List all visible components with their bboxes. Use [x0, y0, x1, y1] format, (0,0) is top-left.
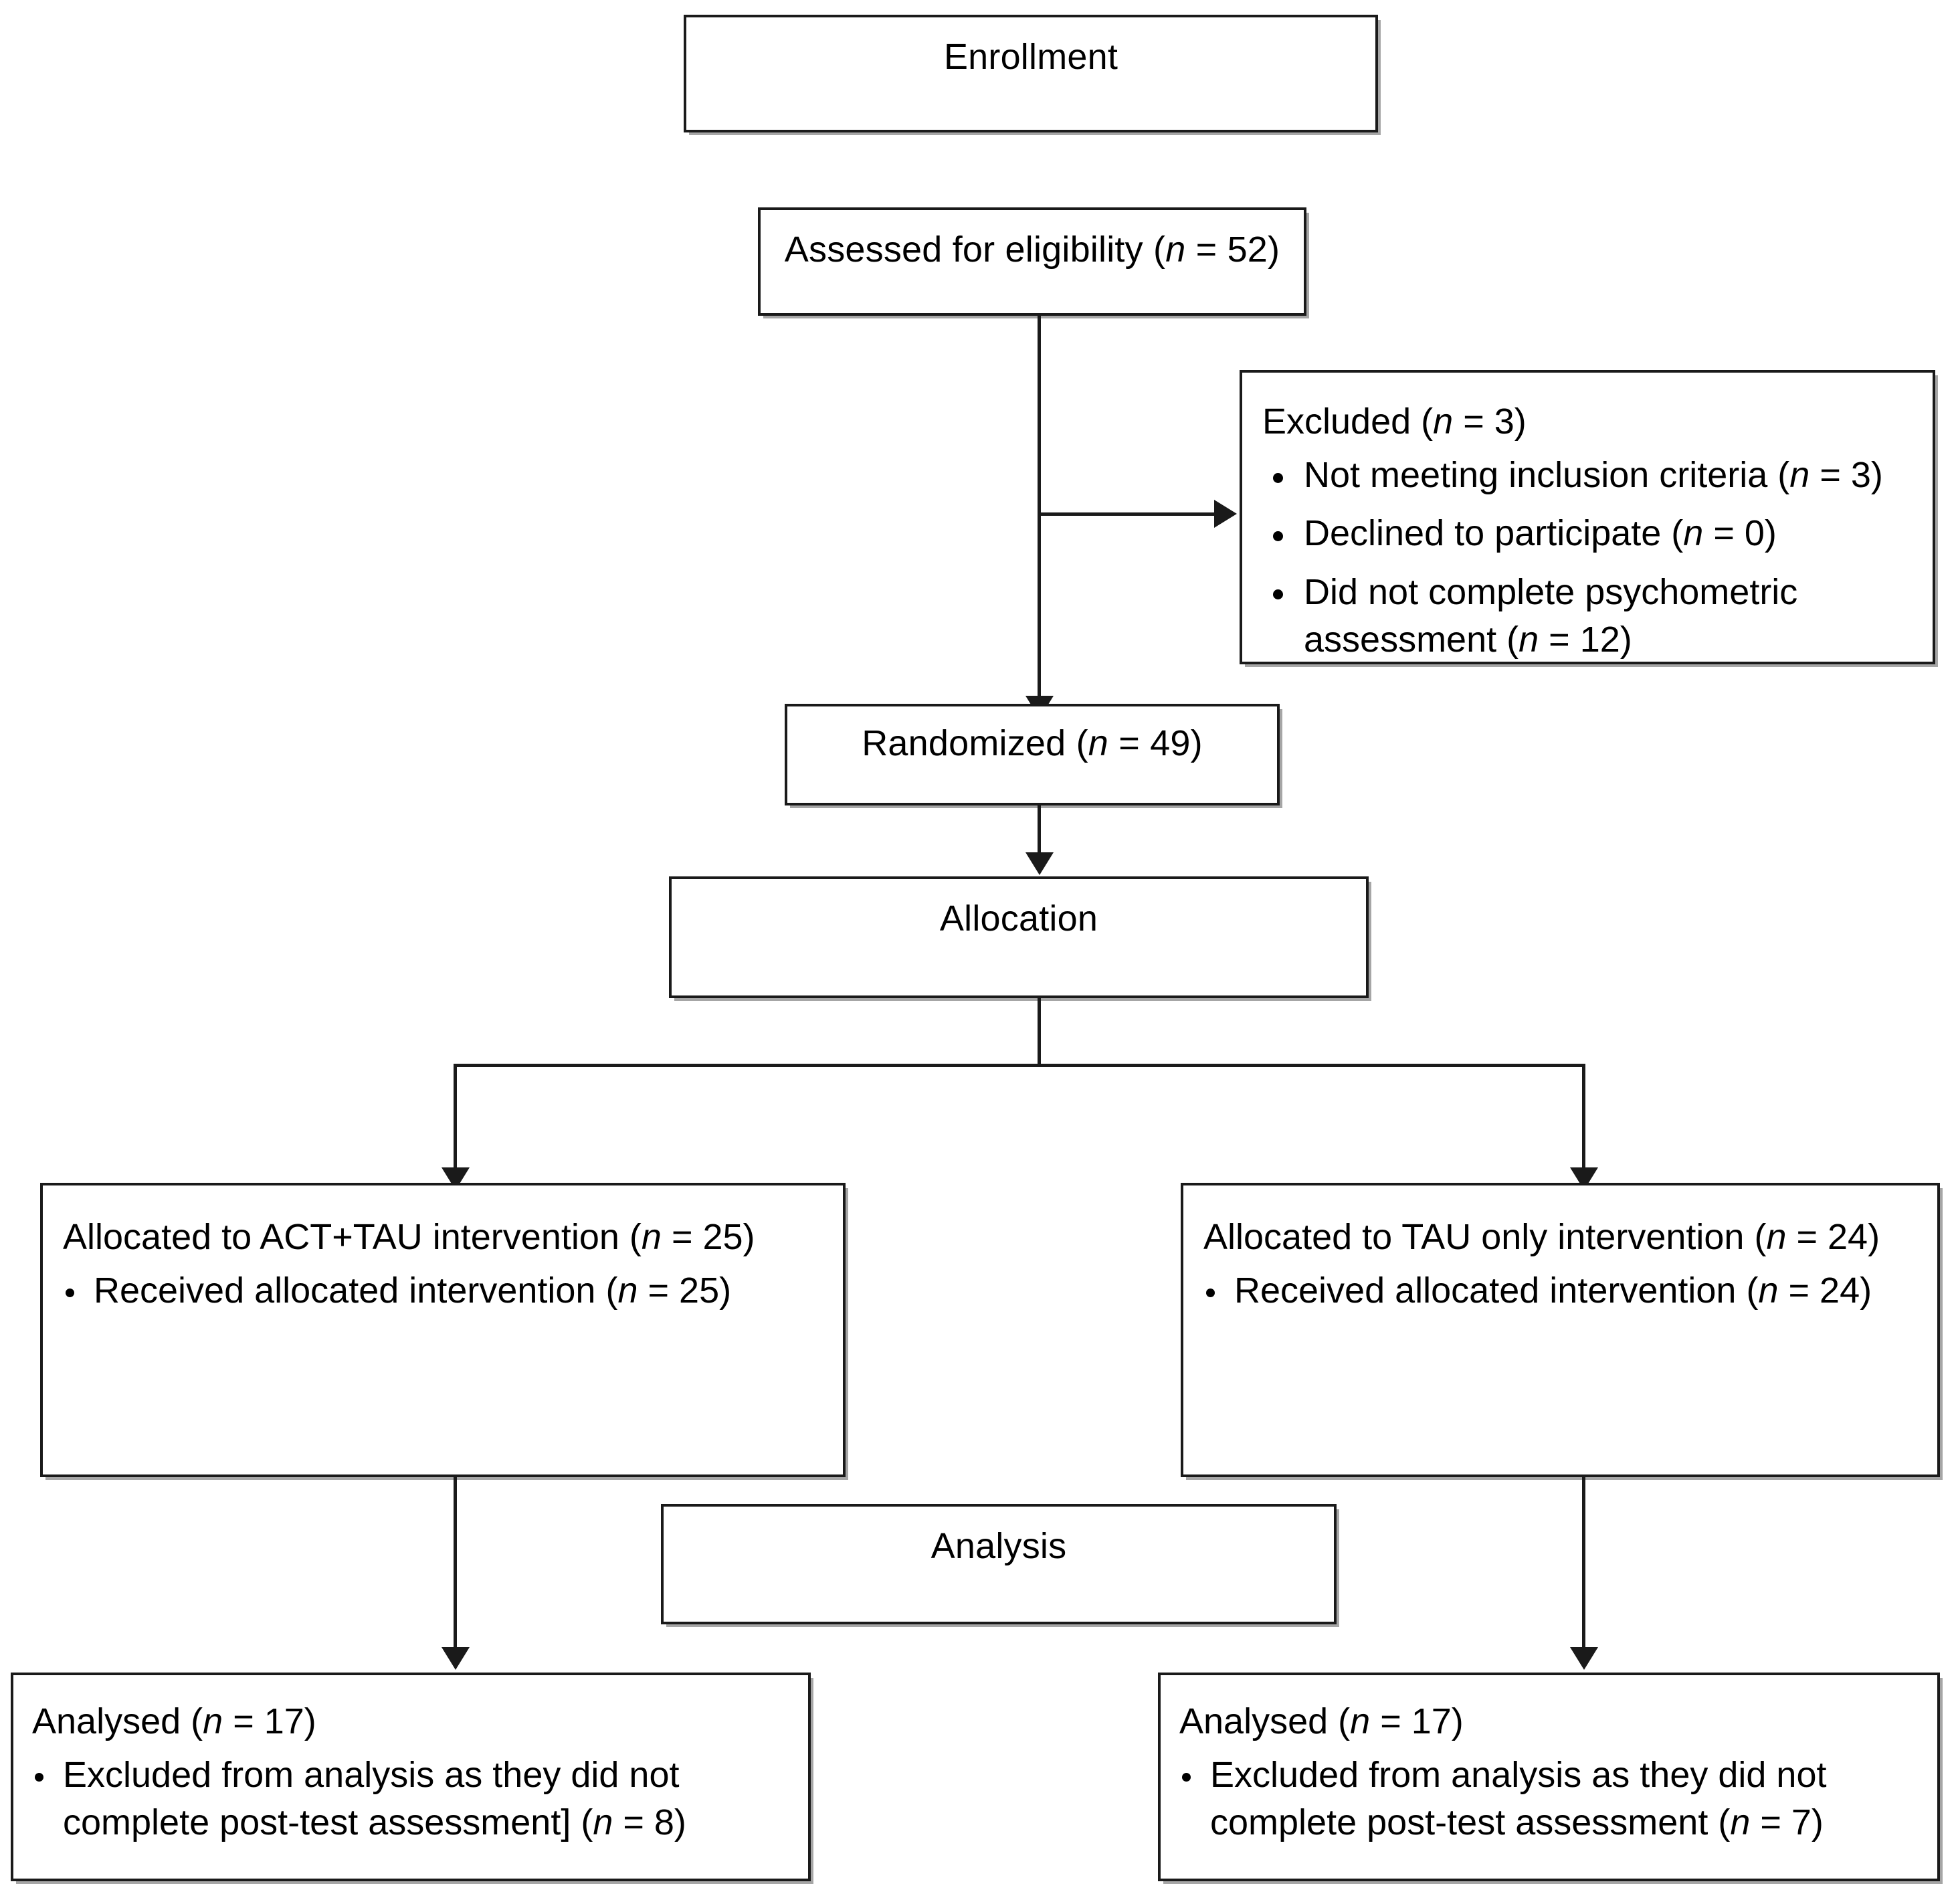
analysed-right-item-0-n: n — [1730, 1802, 1751, 1843]
alloc-left-lead-after: = 25) — [661, 1217, 755, 1257]
analysed-left-lead-after: = 17) — [223, 1701, 316, 1741]
alloc-right-item-0-after: = 24) — [1778, 1270, 1872, 1311]
analysis-header-box: Analysis — [661, 1504, 1337, 1624]
bullet-dot-icon — [35, 1772, 43, 1782]
connector-assessed-to-randomized — [1038, 316, 1041, 704]
connector-allocation-right-leg — [1582, 1064, 1585, 1176]
analysed-right-item-0-before: Excluded from analysis as they did not c… — [1210, 1755, 1827, 1843]
list-item: Excluded from analysis as they did not c… — [32, 1751, 789, 1847]
arrowhead-randomized-to-allocation — [1025, 852, 1054, 875]
allocated-act-tau-box: Allocated to ACT+TAU intervention (n = 2… — [40, 1183, 846, 1477]
excluded-item-2-before: Did not complete psychometric assessment… — [1304, 571, 1798, 660]
connector-allocation-split-bar — [454, 1064, 1585, 1067]
analysed-left-lead-before: Analysed ( — [32, 1701, 203, 1741]
alloc-left-lead-n: n — [641, 1217, 662, 1257]
assessed-text-after: = 52) — [1185, 229, 1280, 270]
analysed-act-tau-list: Excluded from analysis as they did not c… — [32, 1751, 789, 1847]
alloc-left-item-0-after: = 25) — [638, 1270, 732, 1311]
analysed-tau-only-lead-label: Analysed (n = 17) — [1179, 1698, 1919, 1745]
excluded-item-2-n: n — [1519, 619, 1539, 660]
excluded-box: Excluded (n = 3) Not meeting inclusion c… — [1240, 370, 1935, 664]
excluded-item-1-before: Declined to participate ( — [1304, 513, 1684, 554]
arrowhead-right-arm-to-analysed — [1570, 1647, 1598, 1670]
list-item: Declined to participate (n = 0) — [1262, 510, 1913, 557]
analysed-left-item-0-n: n — [593, 1802, 613, 1843]
connector-right-arm-to-analysed — [1582, 1477, 1585, 1652]
alloc-right-lead-after: = 24) — [1786, 1217, 1880, 1257]
analysed-act-tau-lead-label: Analysed (n = 17) — [32, 1698, 789, 1745]
list-item: Not meeting inclusion criteria (n = 3) — [1262, 452, 1913, 499]
alloc-left-item-0-n: n — [617, 1270, 638, 1311]
analysed-right-lead-after: = 17) — [1370, 1701, 1464, 1741]
enrollment-header-box: Enrollment — [684, 15, 1378, 132]
analysed-left-item-0-before: Excluded from analysis as they did not c… — [63, 1755, 680, 1843]
list-item: Received allocated intervention (n = 24) — [1203, 1267, 1917, 1315]
bullet-dot-icon — [1273, 589, 1283, 600]
alloc-left-lead-before: Allocated to ACT+TAU intervention ( — [63, 1217, 642, 1257]
bullet-dot-icon — [1182, 1772, 1191, 1782]
analysed-tau-only-box: Analysed (n = 17) Excluded from analysis… — [1158, 1673, 1940, 1881]
assessed-text-before: Assessed for eligibility ( — [784, 229, 1166, 270]
randomized-text-before: Randomized ( — [862, 723, 1088, 763]
randomized-label: Randomized (n = 49) — [862, 721, 1203, 767]
analysed-right-lead-before: Analysed ( — [1179, 1701, 1351, 1741]
arrowhead-to-excluded — [1214, 500, 1237, 528]
randomized-text-after: = 49) — [1108, 723, 1203, 763]
allocated-act-tau-lead-label: Allocated to ACT+TAU intervention (n = 2… — [63, 1214, 823, 1260]
enrollment-header-label: Enrollment — [943, 37, 1118, 77]
allocation-header-label: Allocation — [939, 898, 1098, 939]
analysed-right-item-0-after: = 7) — [1750, 1802, 1824, 1843]
alloc-right-lead-before: Allocated to TAU only intervention ( — [1203, 1217, 1767, 1257]
analysed-act-tau-box: Analysed (n = 17) Excluded from analysis… — [11, 1673, 811, 1881]
allocated-act-tau-list: Received allocated intervention (n = 25) — [63, 1267, 823, 1315]
excluded-lead-label: Excluded (n = 3) — [1262, 398, 1913, 445]
list-item: Did not complete psychometric assessment… — [1262, 569, 1913, 664]
bullet-dot-icon — [1206, 1288, 1215, 1297]
allocated-tau-only-list: Received allocated intervention (n = 24) — [1203, 1267, 1917, 1315]
randomized-box: Randomized (n = 49) — [785, 704, 1280, 805]
randomized-n-symbol: n — [1088, 723, 1108, 763]
excluded-lead-n: n — [1433, 401, 1454, 442]
assessed-for-eligibility-label: Assessed for eligibility (n = 52) — [785, 227, 1280, 273]
connector-allocation-stem — [1038, 998, 1041, 1066]
list-item: Excluded from analysis as they did not c… — [1179, 1751, 1919, 1847]
analysis-header-label: Analysis — [931, 1526, 1067, 1566]
bullet-dot-icon — [1273, 472, 1283, 483]
excluded-item-0-after: = 3) — [1809, 455, 1883, 496]
connector-to-excluded — [1038, 512, 1215, 516]
excluded-item-0-before: Not meeting inclusion criteria ( — [1304, 455, 1790, 496]
excluded-reason-list: Not meeting inclusion criteria (n = 3) D… — [1262, 452, 1913, 664]
alloc-right-item-0-n: n — [1758, 1270, 1779, 1311]
excluded-lead-before: Excluded ( — [1262, 401, 1434, 442]
connector-allocation-left-leg — [454, 1064, 457, 1176]
arrowhead-left-arm-to-analysed — [442, 1647, 470, 1670]
alloc-left-item-0-before: Received allocated intervention ( — [94, 1270, 618, 1311]
excluded-item-1-after: = 0) — [1703, 513, 1777, 554]
bullet-dot-icon — [1273, 531, 1283, 541]
assessed-for-eligibility-box: Assessed for eligibility (n = 52) — [758, 207, 1306, 316]
alloc-right-lead-n: n — [1766, 1217, 1787, 1257]
excluded-item-0-n: n — [1789, 455, 1810, 496]
alloc-right-item-0-before: Received allocated intervention ( — [1234, 1270, 1759, 1311]
allocated-tau-only-box: Allocated to TAU only intervention (n = … — [1181, 1183, 1940, 1477]
analysed-right-lead-n: n — [1350, 1701, 1371, 1741]
excluded-item-1-n: n — [1683, 513, 1704, 554]
allocation-header-box: Allocation — [669, 876, 1369, 998]
analysed-left-lead-n: n — [203, 1701, 223, 1741]
bullet-dot-icon — [66, 1288, 74, 1297]
list-item: Received allocated intervention (n = 25) — [63, 1267, 823, 1315]
analysed-left-item-0-after: = 8) — [613, 1802, 686, 1843]
connector-left-arm-to-analysed — [454, 1477, 457, 1652]
allocated-tau-only-lead-label: Allocated to TAU only intervention (n = … — [1203, 1214, 1917, 1260]
excluded-lead-after: = 3) — [1453, 401, 1527, 442]
connector-randomized-to-allocation — [1038, 805, 1041, 855]
excluded-item-2-after: = 12) — [1539, 619, 1632, 660]
assessed-n-symbol: n — [1165, 229, 1186, 270]
analysed-tau-only-list: Excluded from analysis as they did not c… — [1179, 1751, 1919, 1847]
